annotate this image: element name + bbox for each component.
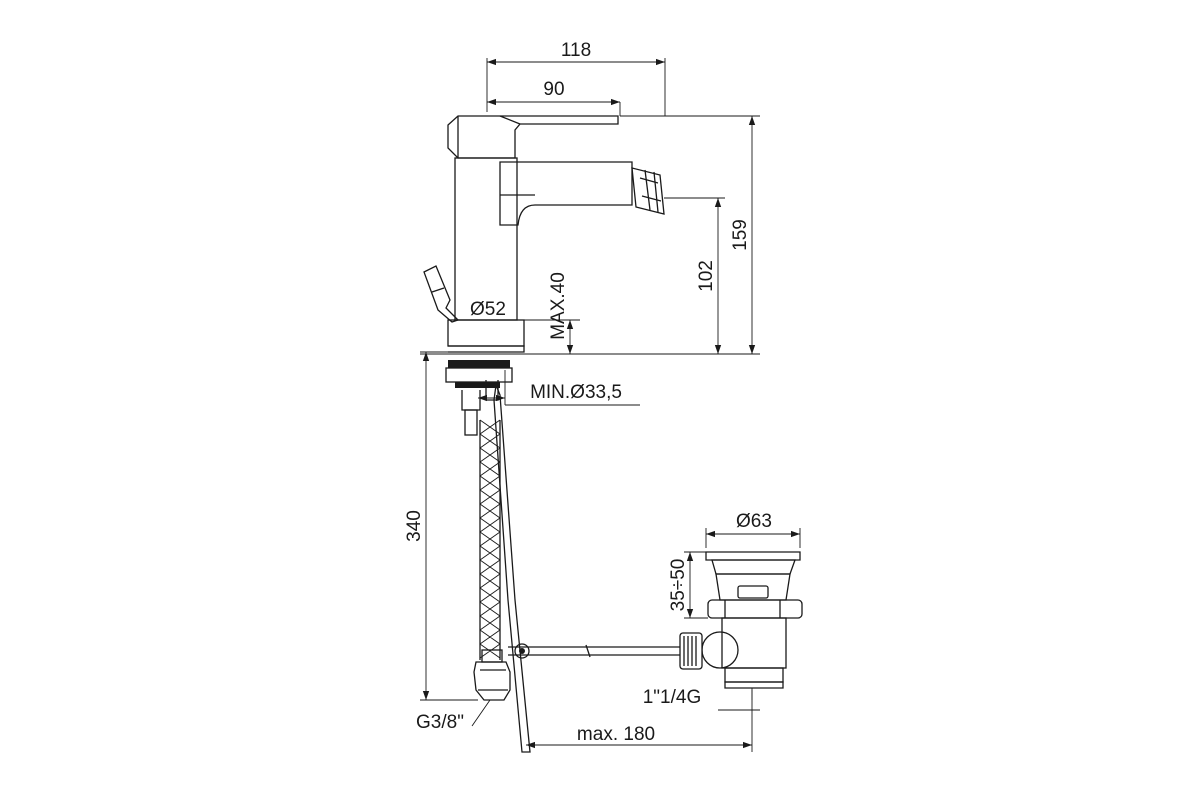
hose-nut bbox=[473, 661, 511, 701]
waste-locknut bbox=[707, 599, 803, 619]
label-hole-diameter: MIN.Ø33,5 bbox=[530, 382, 622, 403]
label-max-deck: MAX.40 bbox=[548, 272, 569, 340]
popup-knob bbox=[423, 265, 460, 323]
popup-rod bbox=[493, 382, 531, 753]
label-height-spout: 102 bbox=[696, 260, 717, 292]
label-hose-thread: G3/8" bbox=[416, 712, 464, 733]
label-waste-range: 35÷50 bbox=[668, 559, 689, 612]
spout bbox=[499, 161, 633, 226]
body-cylinder bbox=[454, 157, 518, 321]
label-width-spout: 90 bbox=[543, 79, 564, 100]
waste-flange bbox=[705, 551, 801, 561]
label-rod-length: max. 180 bbox=[577, 724, 655, 745]
connecting-rod bbox=[508, 643, 680, 659]
label-hose-length: 340 bbox=[404, 510, 425, 542]
dimensions bbox=[420, 58, 801, 752]
label-height-overall: 159 bbox=[730, 219, 751, 251]
faucet-body bbox=[420, 115, 760, 753]
dimension-labels: 118 90 159 102 MAX.40 Ø52 MIN.Ø33,5 340 … bbox=[404, 40, 772, 745]
label-waste-thread: 1"1/4G bbox=[643, 687, 702, 708]
aerator bbox=[631, 167, 665, 215]
braided-hose bbox=[473, 419, 511, 701]
waste-unit bbox=[679, 551, 803, 689]
label-body-diameter: Ø52 bbox=[470, 299, 506, 320]
base-ring bbox=[447, 319, 525, 347]
label-waste-diameter: Ø63 bbox=[736, 511, 772, 532]
label-width-overall: 118 bbox=[561, 40, 591, 61]
lever-handle bbox=[447, 115, 619, 159]
